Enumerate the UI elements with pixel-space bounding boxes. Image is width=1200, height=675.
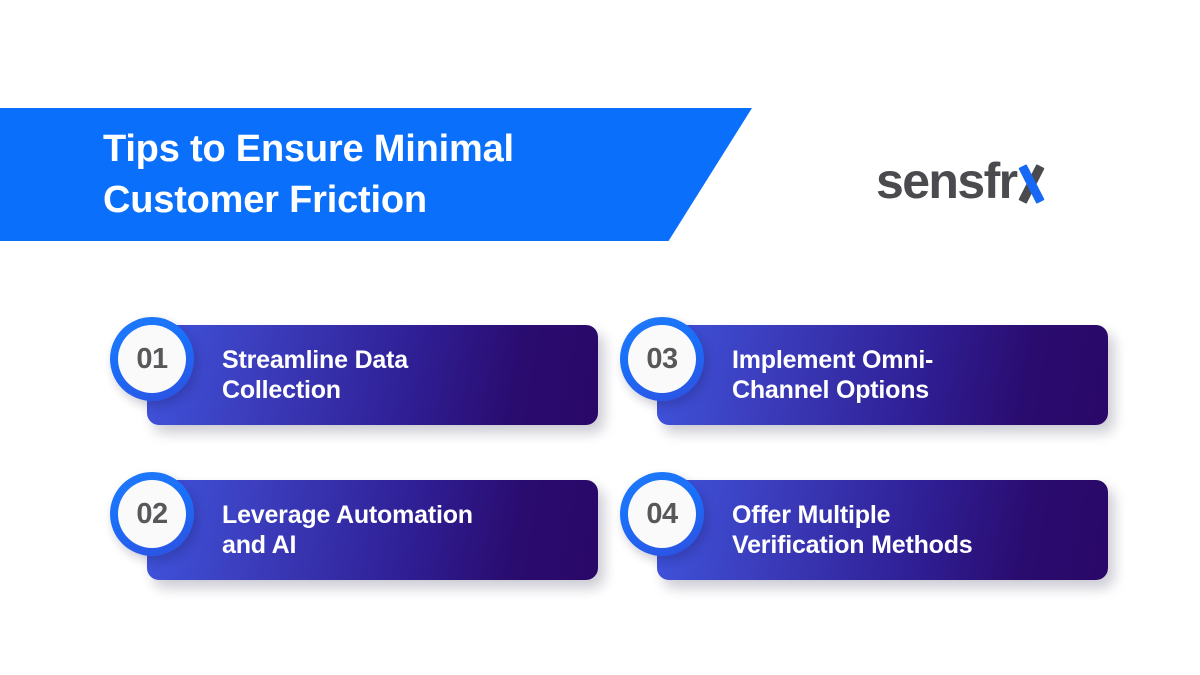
tip-card-bar <box>147 480 598 580</box>
tip-card-number: 02 <box>136 497 168 530</box>
brand-wordmark: sensfr <box>876 153 1018 209</box>
tip-card-number-badge: 04 <box>620 472 704 556</box>
tip-card-number: 01 <box>136 342 168 375</box>
tip-card-01[interactable]: Streamline Data Collection 01 <box>110 317 598 425</box>
tip-card-04[interactable]: Offer Multiple Verification Methods 04 <box>620 472 1108 580</box>
tip-card-number: 04 <box>646 497 678 530</box>
tip-card-number-badge: 03 <box>620 317 704 401</box>
tip-card-03[interactable]: Implement Omni- Channel Options 03 <box>620 317 1108 425</box>
tip-card-bar <box>657 480 1108 580</box>
tip-card-number-badge: 01 <box>110 317 194 401</box>
header-banner <box>0 108 752 241</box>
tip-card-label: Offer Multiple Verification Methods <box>732 501 973 559</box>
page-title: Tips to Ensure Minimal Customer Friction <box>103 128 514 221</box>
tip-card-label: Leverage Automation and AI <box>222 501 473 559</box>
tip-card-bar <box>657 325 1108 425</box>
tip-card-bar <box>147 325 598 425</box>
tip-card-number-badge: 02 <box>110 472 194 556</box>
tip-card-label: Implement Omni- Channel Options <box>732 346 934 404</box>
tip-card-02[interactable]: Leverage Automation and AI 02 <box>110 472 598 580</box>
brand-logo: sensfr <box>876 152 1050 210</box>
tip-card-number: 03 <box>646 342 678 375</box>
tip-card-label: Streamline Data Collection <box>222 346 408 404</box>
